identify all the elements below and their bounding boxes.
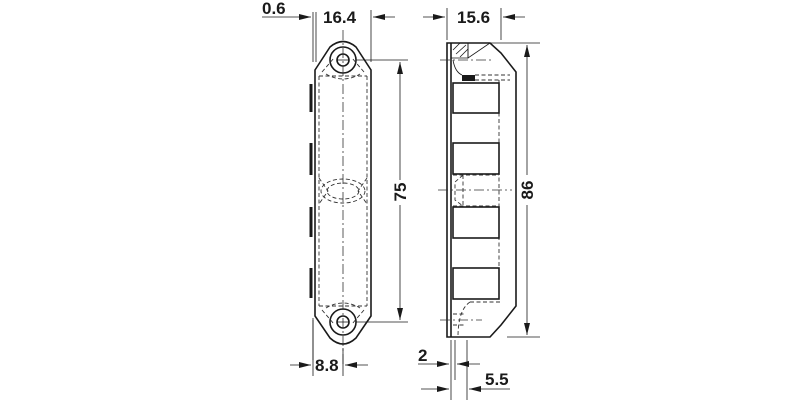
top-section-hatch — [450, 42, 492, 81]
magnet-3 — [452, 206, 500, 239]
dim-offset: 0.6 — [262, 0, 286, 18]
magnet-1 — [452, 82, 500, 114]
front-view: 0.6 16.4 75 8.8 — [262, 0, 410, 376]
side-view: 15.6 86 2 5.5 — [418, 8, 540, 400]
magnet-2 — [452, 142, 500, 175]
dim-recess: 5.5 — [485, 370, 509, 389]
dim-hole-spacing: 75 — [391, 183, 410, 202]
dim-width: 16.4 — [323, 8, 357, 27]
dim-hole-center-offset: 8.8 — [315, 356, 339, 375]
side-body-outline — [446, 42, 517, 338]
dim-length: 86 — [518, 181, 537, 200]
front-body-outline — [314, 40, 372, 345]
magnet-4 — [452, 267, 500, 300]
dim-depth: 15.6 — [457, 8, 490, 27]
dim-wall: 2 — [418, 346, 427, 365]
